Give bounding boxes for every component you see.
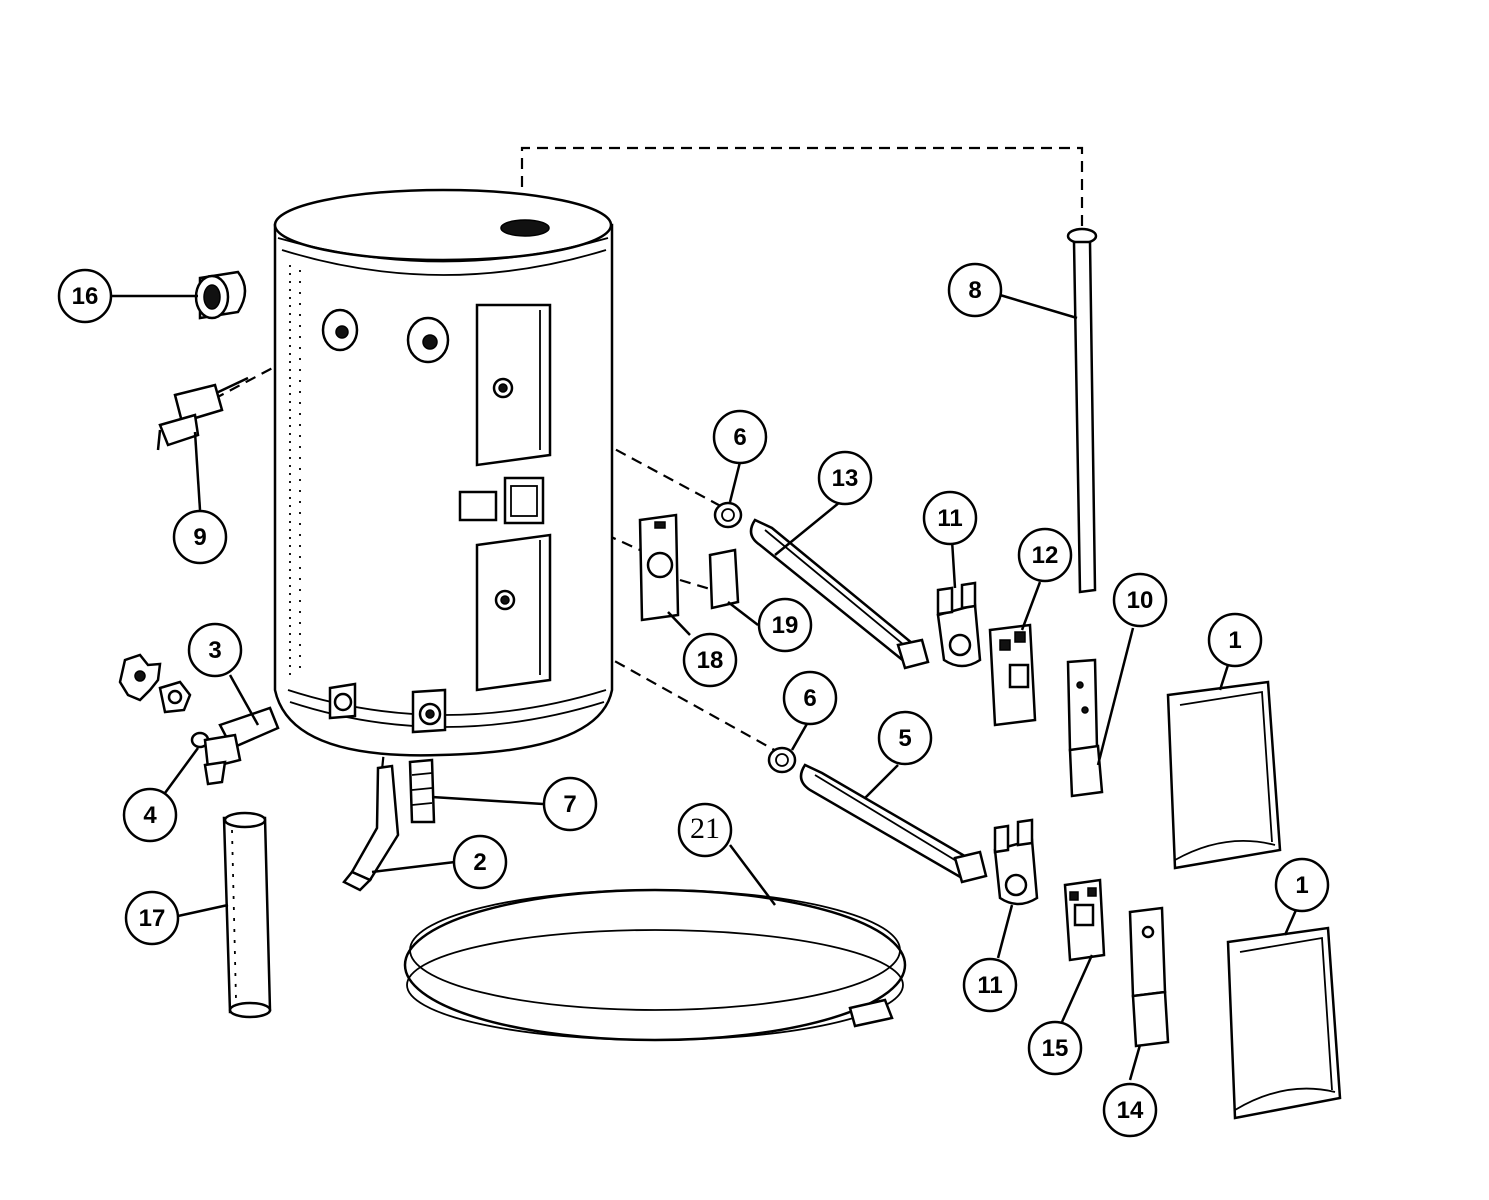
callout-circle [122, 787, 178, 843]
callout-circle [1274, 857, 1330, 913]
callout-circle [1112, 572, 1168, 628]
callout-label: 1 [1295, 872, 1308, 899]
callout-label: 19 [772, 612, 799, 639]
callout-label: 17 [139, 905, 166, 932]
callout-label: 12 [1032, 542, 1059, 569]
callout-c1a: 1 [1207, 612, 1263, 668]
callout-label: 8 [968, 277, 981, 304]
callout-c12: 12 [1017, 527, 1073, 583]
callout-c4: 4 [122, 787, 178, 843]
callout-c3: 3 [187, 622, 243, 678]
callout-label: 1 [1228, 627, 1241, 654]
part-5-lower-element [799, 763, 988, 884]
callout-circle [172, 509, 228, 565]
callout-c13: 13 [817, 450, 873, 506]
callout-label: 14 [1117, 1097, 1144, 1124]
callout-circle [877, 710, 933, 766]
callout-label: 7 [563, 791, 576, 818]
part-8-anode-rod [1066, 227, 1098, 594]
callout-label: 6 [803, 685, 816, 712]
part-6-gasket-lower [767, 746, 797, 774]
callout-label: 13 [832, 465, 859, 492]
callout-circle [57, 268, 113, 324]
rating-label [458, 490, 498, 522]
part-21-drain-pan [403, 888, 907, 1042]
callout-c6a: 6 [712, 409, 768, 465]
callout-c10: 10 [1112, 572, 1168, 628]
part-14-shield [1128, 906, 1170, 1048]
part-11-bracket-upper [936, 581, 982, 668]
callout-circle [782, 670, 838, 726]
callout-circle [962, 957, 1018, 1013]
part-7-nipple [408, 758, 436, 824]
part-19-insulation [708, 548, 740, 610]
part-3-drain-valve [118, 653, 280, 786]
callout-c8: 8 [947, 262, 1003, 318]
callout-c19: 19 [757, 597, 813, 653]
callout-circle [1102, 1082, 1158, 1138]
part-17-pipe-nipple [222, 811, 272, 1019]
callout-c14: 14 [1102, 1082, 1158, 1138]
callout-label: 11 [937, 505, 962, 532]
part-11-bracket-lower [993, 818, 1039, 906]
part-16-plug [194, 270, 247, 320]
part-13-upper-element [749, 518, 930, 670]
callout-label: 3 [208, 637, 221, 664]
part-2-dip-tube [342, 764, 400, 892]
callout-circle [712, 409, 768, 465]
callout-c18: 18 [682, 632, 738, 688]
leader-lines [112, 293, 1298, 1081]
callout-circle [817, 450, 873, 506]
callout-circle [757, 597, 813, 653]
callout-label: 9 [193, 524, 206, 551]
water-heater-tank [273, 188, 614, 757]
callout-c7: 7 [542, 776, 598, 832]
callout-label: 5 [898, 725, 911, 752]
callout-circle [922, 490, 978, 546]
part-18-thermostat-cover [638, 513, 680, 622]
callout-circle [452, 834, 508, 890]
callout-circle [682, 632, 738, 688]
callout-circle [1017, 527, 1073, 583]
callout-label: 6 [733, 424, 746, 451]
callout-circle [677, 802, 733, 858]
callout-circle [1027, 1020, 1083, 1076]
callout-label: 4 [143, 802, 157, 829]
callout-c11b: 11 [962, 957, 1018, 1013]
part-1-access-cover-lower [1226, 926, 1342, 1120]
part-1-access-cover-upper [1166, 680, 1282, 870]
callout-c6b: 6 [782, 670, 838, 726]
callout-label: 2 [473, 849, 486, 876]
callout-circle [124, 890, 180, 946]
part-6-gasket-upper [713, 501, 743, 529]
part-10-shield [1066, 658, 1104, 798]
callout-label: 18 [697, 647, 724, 674]
callout-circle [542, 776, 598, 832]
part-12-upper-thermostat [988, 623, 1037, 727]
callout-c16: 16 [57, 268, 113, 324]
callout-c11a: 11 [922, 490, 978, 546]
callout-label: 11 [977, 972, 1002, 999]
callout-c21: 21 [677, 802, 733, 858]
callout-circle [947, 262, 1003, 318]
callout-c2: 2 [452, 834, 508, 890]
callout-c15: 15 [1027, 1020, 1083, 1076]
upper-access-panel [475, 303, 552, 467]
callout-c9: 9 [172, 509, 228, 565]
part-9-relief-valve [156, 376, 249, 451]
callout-c5: 5 [877, 710, 933, 766]
part-15-lower-thermostat [1063, 878, 1106, 962]
callout-c17: 17 [124, 890, 180, 946]
callout-label: 21 [690, 812, 720, 845]
callout-label: 15 [1042, 1035, 1069, 1062]
callout-circle [187, 622, 243, 678]
callout-label: 16 [72, 283, 99, 310]
callout-circle [1207, 612, 1263, 668]
callout-label: 10 [1127, 587, 1154, 614]
callout-c1b: 1 [1274, 857, 1330, 913]
lower-access-panel [475, 533, 552, 692]
